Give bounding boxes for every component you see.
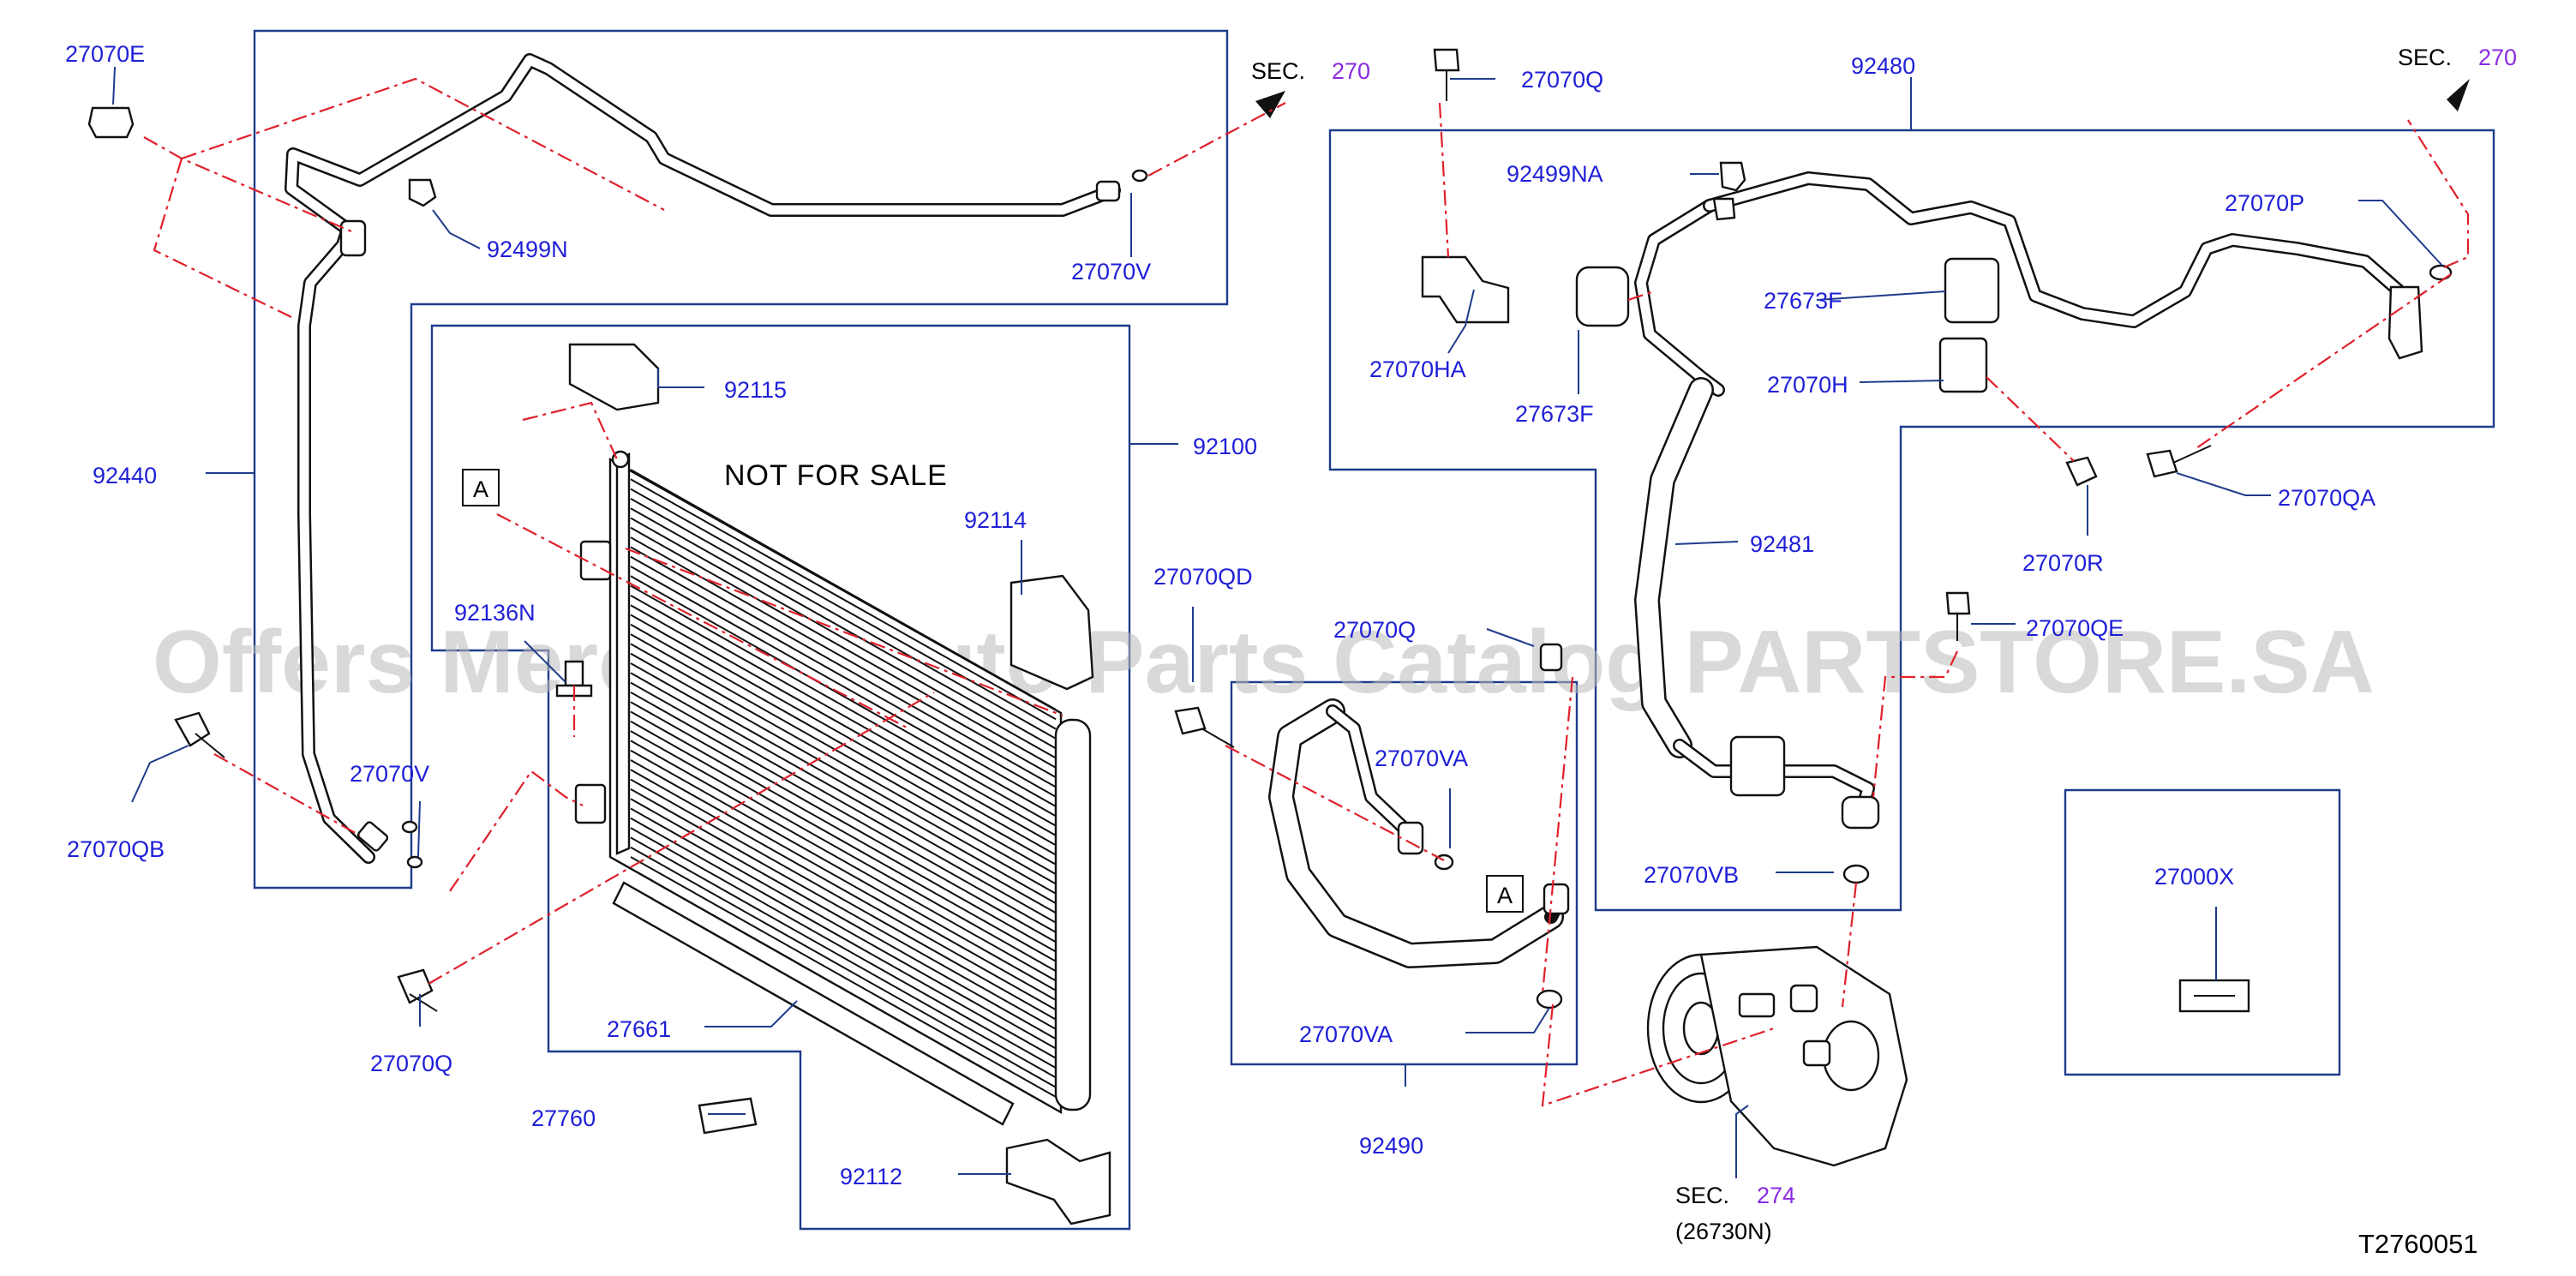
pipe-92480 <box>1421 48 2453 884</box>
small-parts-left <box>87 106 1148 1135</box>
sec-label-top-right: SEC. <box>2398 45 2452 70</box>
hose-92490 <box>1174 643 1570 1009</box>
not-for-sale-note: NOT FOR SALE <box>724 459 948 492</box>
box-27000x <box>2064 788 2341 1076</box>
box-92480 <box>1328 129 2495 912</box>
label-27673f-b: 27673F <box>1515 401 1594 427</box>
label-92100: 92100 <box>1193 434 1257 459</box>
label-27070v-top: 27070V <box>1071 259 1151 285</box>
label-27673f-a: 27673F <box>1764 288 1842 314</box>
sec-label-top-left: SEC. <box>1251 58 1305 84</box>
sec-compressor-sub: (26730N) <box>1675 1219 1772 1244</box>
label-92499n: 92499N <box>487 237 568 262</box>
label-92136n: 92136N <box>454 600 536 626</box>
label-92499na: 92499NA <box>1507 161 1603 187</box>
label-92480: 92480 <box>1851 53 1915 79</box>
box-92490 <box>1230 680 1579 1066</box>
label-92115: 92115 <box>724 377 787 403</box>
label-27070vb: 27070VB <box>1644 862 1739 888</box>
label-92440: 92440 <box>93 463 157 488</box>
compressor <box>1646 945 1908 1167</box>
label-27070e: 27070E <box>65 41 145 67</box>
label-92481: 92481 <box>1750 531 1814 557</box>
sec-arrows <box>1255 79 2470 118</box>
label-27000x: 27000X <box>2154 864 2234 890</box>
label-card-27000x <box>2178 979 2250 1013</box>
label-27070ha: 27070HA <box>1369 356 1466 382</box>
label-27661: 27661 <box>607 1016 671 1042</box>
group-box-lines <box>253 29 2495 1231</box>
box-92440 <box>253 29 1229 890</box>
label-27070q-low: 27070Q <box>370 1051 452 1076</box>
ref-mark-a-right: A <box>1497 883 1513 908</box>
label-92490: 92490 <box>1359 1133 1423 1159</box>
ref-markers: A A <box>462 469 1524 913</box>
pipe-92440 <box>285 53 1121 864</box>
label-92112: 92112 <box>840 1164 902 1189</box>
label-27760: 27760 <box>531 1105 596 1131</box>
label-27070v-low: 27070V <box>350 761 429 787</box>
label-27070p: 27070P <box>2225 190 2304 216</box>
label-27070h: 27070H <box>1767 372 1848 398</box>
label-27070va-b: 27070VA <box>1299 1021 1393 1047</box>
ref-mark-a-left: A <box>473 476 488 502</box>
label-27070q-mid: 27070Q <box>1333 617 1416 643</box>
box-92100 <box>430 324 1131 1231</box>
label-27070qd: 27070QD <box>1153 564 1253 590</box>
diagram-code: T2760051 <box>2358 1229 2478 1259</box>
label-27070q-top: 27070Q <box>1521 67 1603 93</box>
leader-lines <box>112 66 2443 1178</box>
sec-number-compressor: 274 <box>1757 1183 1795 1208</box>
part-labels: 27070E 92499N 27070V 92440 92115 92100 9… <box>65 41 2375 1189</box>
notes: NOT FOR SALE SEC. 270 SEC. 270 SEC. 274 … <box>724 45 2517 1259</box>
label-27070va-a: 27070VA <box>1375 746 1468 771</box>
reference-dashed-lines <box>143 77 2470 1107</box>
sec-number-top-right: 270 <box>2478 45 2517 70</box>
label-27070r: 27070R <box>2022 550 2104 576</box>
sec-label-compressor: SEC. <box>1675 1183 1729 1208</box>
label-27070qe: 27070QE <box>2026 615 2124 641</box>
label-27070qa: 27070QA <box>2278 485 2375 511</box>
sec-number-top-left: 270 <box>1332 58 1370 84</box>
label-92114: 92114 <box>964 507 1027 533</box>
label-27070qb: 27070QB <box>67 836 165 862</box>
watermark: Offers Merchant Auto Parts Catalog PARTS… <box>153 613 2375 712</box>
condenser <box>568 343 1111 1225</box>
